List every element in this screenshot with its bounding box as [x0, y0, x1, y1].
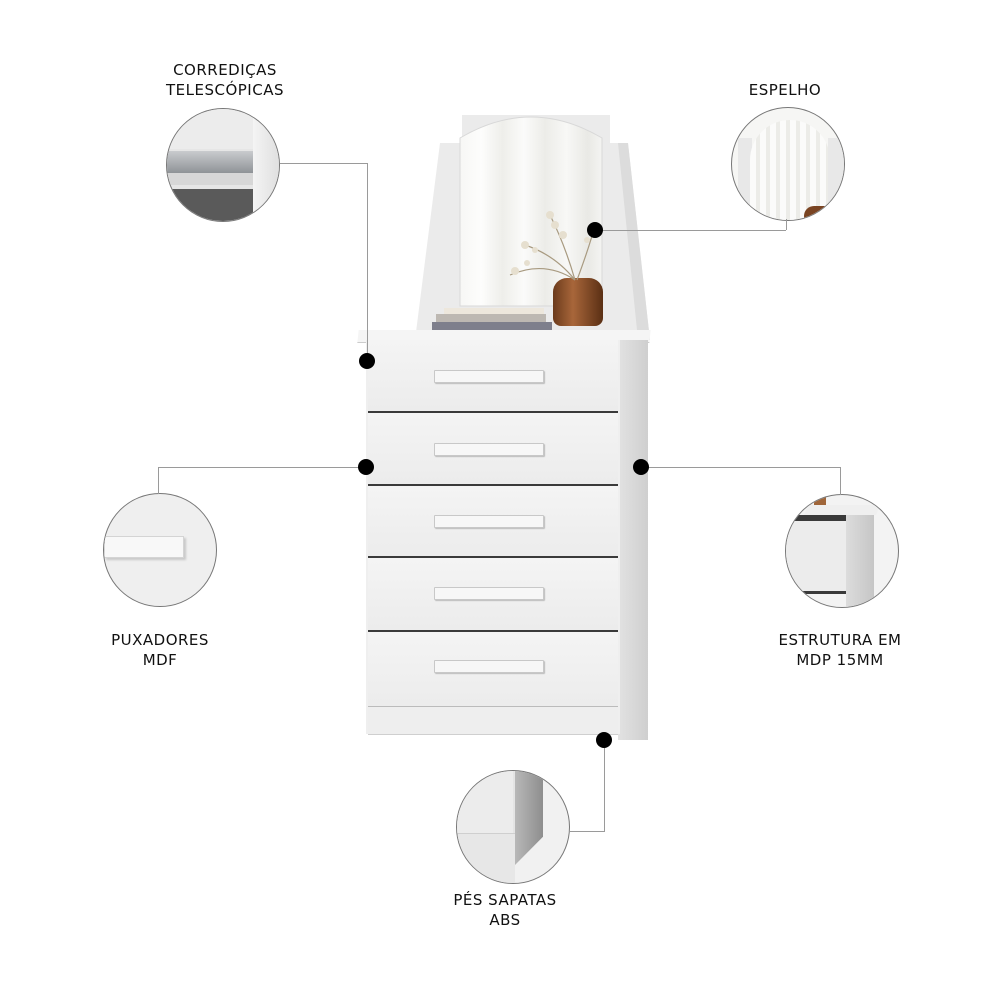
connector-line-mirror [786, 219, 787, 230]
detail-circle-mirror [731, 107, 845, 221]
vase [553, 278, 603, 326]
connector-line-slides [367, 163, 368, 361]
hotspot-slides[interactable] [359, 353, 375, 369]
hotspot-feet[interactable] [596, 732, 612, 748]
hotspot-structure[interactable] [633, 459, 649, 475]
hotspot-handles[interactable] [358, 459, 374, 475]
hotspot-mirror[interactable] [587, 222, 603, 238]
drawer-2 [368, 413, 618, 486]
drawer-handle [434, 370, 544, 383]
mirror-glass [459, 116, 603, 307]
detail-circle-slides [166, 108, 280, 222]
callout-label-mirror: ESPELHO [748, 81, 822, 99]
connector-line-handles [158, 467, 366, 468]
drawer-handle [434, 515, 544, 528]
drawer-handle [434, 443, 544, 456]
books [432, 308, 552, 332]
connector-line-handles [158, 467, 159, 494]
callout-label-feet: PÉS SAPATAS ABS [453, 891, 557, 929]
detail-circle-handles [103, 493, 217, 607]
callout-label-structure: ESTRUTURA EM MDP 15MM [778, 631, 902, 669]
connector-line-mirror [595, 230, 786, 231]
plinth [368, 707, 618, 735]
connector-line-structure [641, 467, 841, 468]
plant-branches [509, 211, 597, 281]
drawer-1 [368, 340, 618, 413]
drawer-5 [368, 632, 618, 707]
drawer-3 [368, 486, 618, 558]
connector-line-structure [840, 467, 841, 495]
callout-label-handles: PUXADORES MDF [111, 631, 209, 669]
detail-circle-feet [456, 770, 570, 884]
side-panel [618, 340, 648, 740]
callout-label-slides: CORREDIÇAS TELESCÓPICAS [165, 61, 284, 99]
detail-circle-structure [785, 494, 899, 608]
connector-line-feet [604, 740, 605, 831]
drawer-handle [434, 587, 544, 600]
connector-line-feet [570, 831, 605, 832]
connector-line-slides [280, 163, 367, 164]
drawer-4 [368, 558, 618, 632]
drawer-handle [434, 660, 544, 673]
